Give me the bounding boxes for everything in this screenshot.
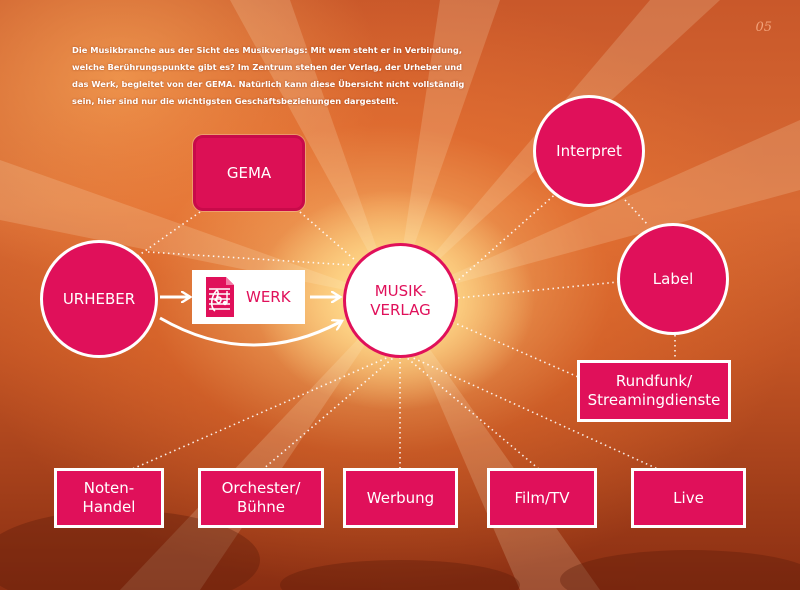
label-node: Label	[617, 223, 729, 335]
live-node: Live	[631, 468, 746, 528]
urheber-label: URHEBER	[62, 289, 136, 308]
filmtv-node: Film/TV	[487, 468, 597, 528]
interpret-label: Interpret	[556, 141, 622, 160]
line-gema-verlag	[299, 211, 356, 261]
rundfunk-label-line1: Rundfunk/	[615, 372, 693, 390]
orchester-label-line2: Bühne	[236, 498, 286, 516]
line-urheber-verlag	[147, 251, 351, 266]
gema-label: GEMA	[226, 163, 272, 182]
rundfunk-node: Rundfunk/ Streamingdienste	[577, 360, 731, 422]
label-label: Label	[652, 269, 694, 288]
line-verlag-noten	[129, 351, 401, 471]
intro-text: Die Musikbranche aus der Sicht des Musik…	[72, 45, 465, 106]
line-verlag-film	[399, 351, 541, 471]
filmtv-label: Film/TV	[514, 488, 570, 507]
line-verlag-label	[457, 281, 619, 299]
werk-label: WERK	[246, 288, 291, 306]
werk-node: WERK	[192, 270, 305, 324]
notenhandel-label-line2: Handel	[82, 498, 136, 516]
line-interpret-label	[624, 199, 649, 226]
urheber-node: URHEBER	[40, 240, 158, 358]
line-verlag-interpret	[454, 189, 561, 284]
notenhandel-node: Noten- Handel	[54, 468, 164, 528]
rundfunk-label-line2: Streamingdienste	[587, 391, 721, 409]
musikverlag-label-line1: MUSIK-	[374, 281, 427, 300]
line-verlag-orchester	[261, 351, 401, 471]
interpret-node: Interpret	[533, 95, 645, 207]
page-number: 05	[755, 20, 772, 35]
sheet-music-icon	[206, 277, 234, 317]
orchester-label-line1: Orchester/	[221, 479, 301, 497]
werbung-node: Werbung	[343, 468, 458, 528]
line-gema-urheber	[134, 211, 201, 259]
musikverlag-node: MUSIK- VERLAG	[343, 243, 458, 358]
musikverlag-label-line2: VERLAG	[370, 300, 431, 319]
line-verlag-rundfunk	[447, 319, 586, 381]
live-label: Live	[673, 488, 704, 507]
orchester-node: Orchester/ Bühne	[198, 468, 324, 528]
gema-node: GEMA	[193, 135, 305, 211]
werbung-label: Werbung	[366, 488, 435, 507]
notenhandel-label-line1: Noten-	[83, 479, 135, 497]
